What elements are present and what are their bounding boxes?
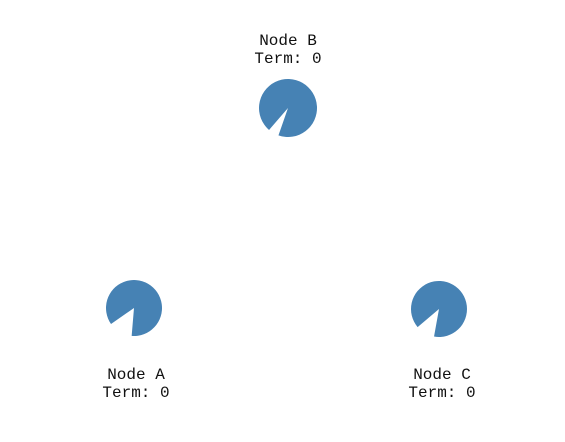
node-b[interactable]: Node B Term: 0 <box>254 32 322 138</box>
node-a-label: Node A <box>107 366 165 384</box>
node-b-label: Node B <box>259 32 317 50</box>
node-b-timer-circle <box>259 79 318 138</box>
node-c-label: Node C <box>413 366 471 384</box>
node-a-timer-circle <box>106 279 163 336</box>
node-a-term: Term: 0 <box>102 384 169 402</box>
node-b-term: Term: 0 <box>254 50 321 68</box>
node-a[interactable]: Node A Term: 0 <box>102 279 170 402</box>
node-c-term: Term: 0 <box>408 384 475 402</box>
node-c[interactable]: Node C Term: 0 <box>408 281 476 402</box>
node-c-timer-circle <box>411 281 468 338</box>
